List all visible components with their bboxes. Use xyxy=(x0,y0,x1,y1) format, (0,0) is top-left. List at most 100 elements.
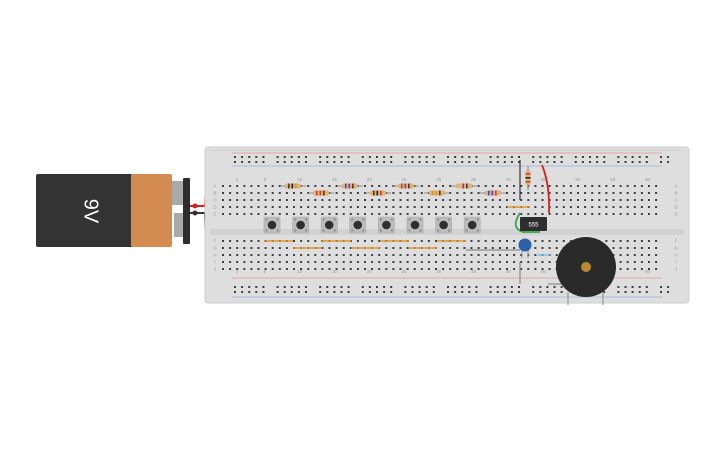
breadboard-hole xyxy=(626,254,629,256)
breadboard-hole xyxy=(392,206,395,208)
battery-9v[interactable]: 9V xyxy=(36,174,190,247)
breadboard-hole xyxy=(619,240,622,242)
row-letter: D xyxy=(674,205,678,210)
breadboard-hole xyxy=(435,213,437,215)
breadboard-hole xyxy=(293,213,295,215)
breadboard-hole xyxy=(236,185,239,187)
push-button[interactable] xyxy=(292,216,309,234)
breadboard-hole xyxy=(328,199,331,201)
breadboard-hole xyxy=(477,199,480,201)
breadboard-hole xyxy=(619,206,622,208)
breadboard-hole xyxy=(335,199,338,201)
grey-jumpers xyxy=(466,249,563,285)
breadboard-hole xyxy=(413,254,416,256)
breadboard-hole xyxy=(321,268,324,270)
breadboard-hole xyxy=(349,192,352,194)
rail-hole xyxy=(518,156,520,158)
breadboard-hole xyxy=(648,192,650,194)
breadboard-hole xyxy=(541,199,544,201)
breadboard-hole xyxy=(626,199,629,201)
breadboard-hole xyxy=(513,213,516,215)
breadboard-hole xyxy=(470,247,473,249)
breadboard-hole xyxy=(442,199,445,201)
push-button[interactable] xyxy=(263,216,281,234)
breadboard-hole xyxy=(300,240,303,242)
breadboard-hole xyxy=(300,199,303,201)
chip-555[interactable]: 555 xyxy=(520,217,547,231)
breadboard-hole xyxy=(378,206,381,208)
push-button[interactable] xyxy=(378,216,395,234)
rail-hole xyxy=(631,161,634,163)
breadboard-hole xyxy=(364,199,366,201)
breadboard-hole xyxy=(435,206,437,208)
breadboard-hole xyxy=(328,247,331,249)
breadboard-hole xyxy=(626,185,629,187)
rail-hole xyxy=(581,161,584,163)
piezo-buzzer[interactable] xyxy=(556,237,616,305)
rail-hole xyxy=(546,161,549,163)
rail-hole xyxy=(383,286,386,288)
rail-hole xyxy=(276,286,279,288)
breadboard-hole xyxy=(364,254,366,256)
resistor[interactable] xyxy=(480,190,506,196)
push-button[interactable] xyxy=(435,216,452,234)
breadboard-hole xyxy=(427,254,430,256)
breadboard-hole xyxy=(342,268,345,270)
breadboard-hole xyxy=(222,199,224,201)
breadboard-hole xyxy=(356,261,359,263)
resistor[interactable] xyxy=(451,183,477,189)
rail-hole xyxy=(617,156,620,158)
breadboard-hole xyxy=(257,199,260,201)
rail-hole xyxy=(326,156,329,158)
column-number: 45 xyxy=(541,177,547,182)
breadboard-hole xyxy=(484,268,487,270)
breadboard-hole xyxy=(520,261,523,263)
breadboard-hole xyxy=(371,254,374,256)
breadboard-hole xyxy=(335,247,338,249)
breadboard-hole xyxy=(328,206,331,208)
push-button[interactable] xyxy=(463,216,481,234)
resistor[interactable] xyxy=(308,190,334,196)
breadboard-hole xyxy=(427,206,430,208)
breadboard-hole xyxy=(356,268,359,270)
breadboard-hole xyxy=(300,254,303,256)
rail-hole xyxy=(425,291,428,293)
breadboard-hole xyxy=(335,254,338,256)
breadboard-hole xyxy=(335,213,338,215)
breadboard-hole xyxy=(278,261,281,263)
resistor[interactable] xyxy=(280,183,306,189)
resistor[interactable] xyxy=(365,190,391,196)
breadboard-hole xyxy=(335,192,338,194)
row-letter: H xyxy=(674,253,677,258)
breadboard-hole xyxy=(513,185,516,187)
breadboard-hole xyxy=(307,254,310,256)
breadboard-hole xyxy=(612,240,615,242)
column-number: 40 xyxy=(506,269,512,274)
breadboard-hole xyxy=(435,254,437,256)
breadboard-hole xyxy=(562,213,565,215)
rail-hole xyxy=(411,156,414,158)
resistor[interactable] xyxy=(424,190,450,196)
breadboard-hole xyxy=(655,213,658,215)
push-button[interactable] xyxy=(349,216,367,234)
resistor[interactable] xyxy=(393,183,419,189)
breadboard-hole xyxy=(328,268,331,270)
rail-hole xyxy=(347,291,350,293)
breadboard-hole xyxy=(314,268,317,270)
breadboard-hole xyxy=(633,213,636,215)
capacitor[interactable] xyxy=(518,238,532,259)
breadboard-hole xyxy=(307,213,310,215)
rail-hole xyxy=(546,291,549,293)
resistor[interactable] xyxy=(337,183,363,189)
push-button[interactable] xyxy=(406,216,424,234)
rail-hole xyxy=(276,156,279,158)
breadboard-hole xyxy=(463,261,466,263)
breadboard-hole xyxy=(449,192,452,194)
breadboard-hole xyxy=(562,206,565,208)
column-number: 25 xyxy=(401,269,407,274)
row-letter: B xyxy=(213,191,216,196)
breadboard-hole xyxy=(513,192,516,194)
push-button[interactable] xyxy=(320,216,338,234)
breadboard-hole xyxy=(633,199,636,201)
breadboard-hole xyxy=(264,254,267,256)
